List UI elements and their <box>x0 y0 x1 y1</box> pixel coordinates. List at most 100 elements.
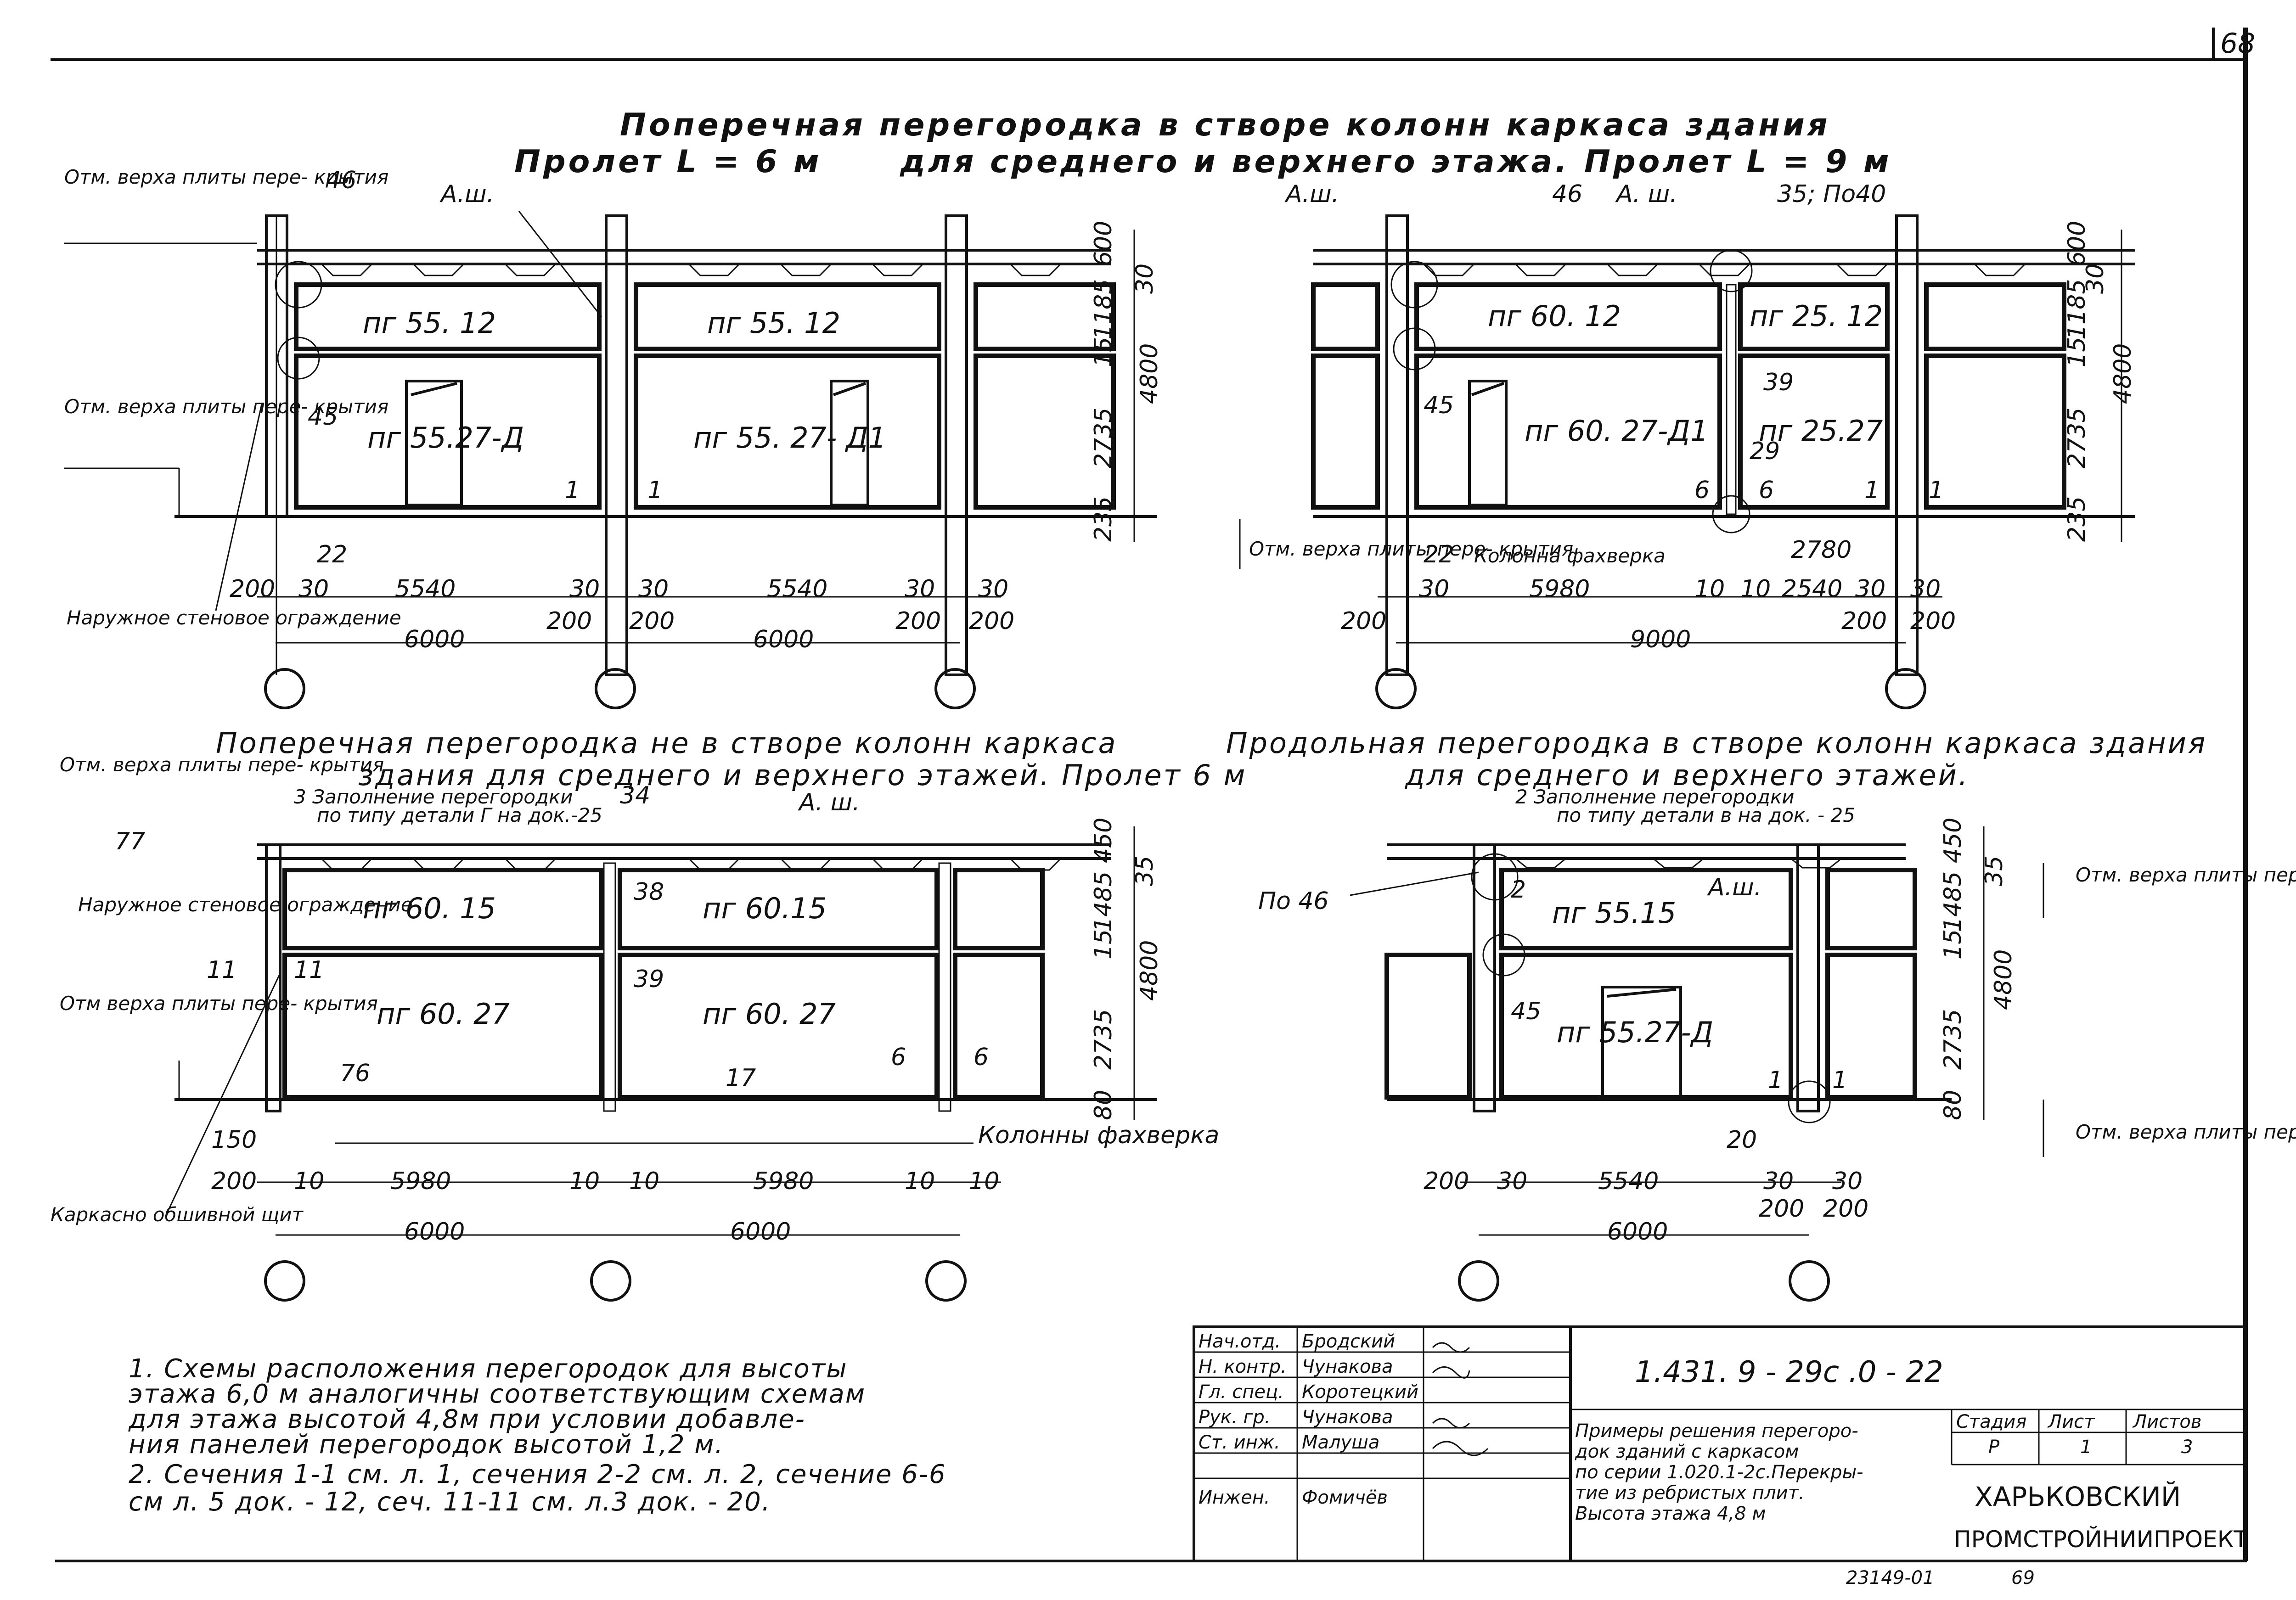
page-number: 68 <box>2220 28 2255 60</box>
dim-h-30-k: 30 <box>1832 1168 1863 1195</box>
sec-label-6d: 6 <box>974 1044 989 1071</box>
dim-h-30-d: 30 <box>905 575 935 603</box>
dim-h-30-e: 30 <box>978 575 1008 603</box>
panel-pg55-27-d-b: пг 55.27-Д <box>1557 1016 1713 1049</box>
dim-h-200-l: 200 <box>1823 1195 1868 1223</box>
level-top-label: Отм. верха плиты пере- крытия <box>64 166 388 188</box>
diagram-longitudinal-partition: Продольная перегородка в створе колонн к… <box>1226 726 2296 1302</box>
note-a-sh-1: А.ш. <box>1284 180 1339 208</box>
panel-pg25-27: пг 25.27 <box>1759 414 1883 448</box>
stage-header: Стадия <box>1956 1411 2026 1432</box>
dim-v-2735: 2735 <box>1090 408 1117 468</box>
diagram-partition-off-axis: Поперечная перегородка не в створе колон… <box>51 726 1247 1302</box>
node-35: 35; По40 <box>1777 180 1886 208</box>
dim-v-35-b: 35 <box>1981 856 2008 886</box>
d3-title-2: здания для среднего и верхнего этажей. П… <box>358 758 1247 792</box>
node-76: 76 <box>340 1060 370 1087</box>
dim-h-10-f: 10 <box>905 1168 935 1195</box>
sec-label-6a: 6 <box>1694 477 1710 504</box>
level-mid-label: Отм. верха плиты пере- крытия <box>64 395 388 418</box>
dim-v-4800-c: 4800 <box>1136 940 1163 1001</box>
d3-wall-label: Наружное стеновое ограждение <box>78 893 413 916</box>
dim-h-30-g: 30 <box>1855 575 1885 603</box>
dim-v-30-b: 30 <box>2082 264 2109 294</box>
node-46-b: 46 <box>1552 180 1582 208</box>
dim-v-15-d: 15 <box>1939 929 1967 960</box>
dim-v-15-b: 15 <box>2063 337 2091 367</box>
dim-v-450: 450 <box>1090 818 1117 863</box>
dim-h-30-j: 30 <box>1763 1168 1794 1195</box>
note-line-5: 2. Сечения 1-1 см. л. 1, сечения 2-2 см.… <box>129 1460 946 1489</box>
d3-fill-label: 3 Заполнение перегородки <box>294 786 573 808</box>
sec-label-2: 2 <box>1511 876 1526 904</box>
signature-scribbles <box>1432 1342 1489 1456</box>
d4-level-top: Отм. верха плиты пере- крытия <box>2076 864 2296 886</box>
panel-pg55-15: пг 55.15 <box>1552 896 1676 930</box>
node-77: 77 <box>115 828 145 855</box>
dim-h-2780: 2780 <box>1791 536 1851 564</box>
note-line-1: 1. Схемы расположения перегородок для вы… <box>129 1354 847 1384</box>
panel-pg55-27-d: пг 55.27-Д <box>367 421 524 455</box>
node-46: 46 <box>326 167 356 194</box>
sig-role-5: Ст. инж. <box>1199 1432 1280 1453</box>
dim-h-200-h: 200 <box>1910 607 1956 635</box>
dim-v-80: 80 <box>1090 1090 1117 1120</box>
sheets-header: Листов <box>2132 1411 2201 1432</box>
top-title-2c: Пролет L = 9 м <box>1584 144 1892 180</box>
diagram-cross-partition-6m: пг 55. 12 пг 55. 12 пг 55.27-Д пг 55. 27… <box>64 166 1163 709</box>
org-line-2: ПРОМСТРОЙНИИПРОЕКТ <box>1954 1526 2248 1553</box>
dim-v-450-b: 450 <box>1939 818 1967 863</box>
sec-label-1f: 1 <box>1832 1067 1847 1094</box>
title-block: Нач.отд. Бродский Н. контр. Чунакова Гл.… <box>1193 1325 2248 1589</box>
desc-line-1: Примеры решения перегоро- <box>1575 1420 1858 1442</box>
dim-v-30: 30 <box>1131 264 1159 294</box>
sec-label-1e: 1 <box>1768 1067 1783 1094</box>
dim-h-30-a: 30 <box>298 575 329 603</box>
note-a-sh-3: А. ш. <box>798 789 860 816</box>
node-150: 150 <box>211 1126 257 1154</box>
sig-name-4: Чунакова <box>1302 1407 1393 1428</box>
dim-h-10-d: 10 <box>569 1168 600 1195</box>
note-a-sh-2: А. ш. <box>1615 180 1677 208</box>
sec-label-6c: 6 <box>891 1044 906 1071</box>
sig-role-1: Нач.отд. <box>1199 1331 1281 1352</box>
dim-h-5540-b: 5540 <box>767 575 827 603</box>
node-29: 29 <box>1750 438 1780 465</box>
sec-label-1a: 1 <box>565 477 580 504</box>
note-a-sh: А.ш. <box>439 180 494 208</box>
dim-v-1485-b: 1485 <box>1939 871 1967 932</box>
dim-v-1185: 1185 <box>1090 279 1117 340</box>
top-title-2a: Пролет L = 6 м <box>514 144 822 180</box>
dim-h-9000: 9000 <box>1630 626 1691 653</box>
dim-h-30-f: 30 <box>1419 575 1449 603</box>
sig-role-4: Рук. гр. <box>1199 1407 1271 1428</box>
node-22-b: 22 <box>1424 541 1454 568</box>
dim-h-10-g: 10 <box>969 1168 999 1195</box>
d4-title-1: Продольная перегородка в створе колонн к… <box>1226 726 2207 760</box>
d4-fill-label: 2 Заполнение перегородки <box>1515 786 1795 808</box>
org-line-1: ХАРЬКОВСКИЙ <box>1975 1481 2181 1512</box>
panel-pg60-27-b: пг 60. 27 <box>703 997 836 1031</box>
d4-fill-sub: по типу детали в на док. - 25 <box>1557 804 1855 826</box>
dim-h-30-i: 30 <box>1497 1168 1527 1195</box>
panel-pg55-12-b: пг 55. 12 <box>707 306 840 340</box>
sheet-header: Лист <box>2047 1411 2095 1432</box>
dim-h-200-b: 200 <box>546 607 592 635</box>
dim-h-10-a: 10 <box>1694 575 1725 603</box>
dim-h-200-i: 200 <box>211 1168 257 1195</box>
panel-pg60-15-a: пг 60. 15 <box>363 892 496 925</box>
top-title-2b: для среднего и верхнего этажа. <box>900 144 1570 180</box>
d4-title-2: для среднего и верхнего этажей. <box>1405 758 1970 792</box>
sec-label-1d: 1 <box>1929 477 1944 504</box>
column-label: Колонна фахверка <box>1474 545 1666 567</box>
node-38: 38 <box>634 878 664 906</box>
dim-h-10-c: 10 <box>294 1168 324 1195</box>
sec-label-11b: 11 <box>294 956 324 984</box>
note-a-sh-4: А.ш. <box>1707 874 1761 901</box>
node-45-b: 45 <box>1424 392 1454 419</box>
sheet-value: 1 <box>2080 1437 2092 1458</box>
d3-shield: Каркасно обшивной щит <box>51 1203 304 1226</box>
sig-name-2: Чунакова <box>1302 1356 1393 1377</box>
desc-line-5: Высота этажа 4,8 м <box>1575 1503 1766 1524</box>
